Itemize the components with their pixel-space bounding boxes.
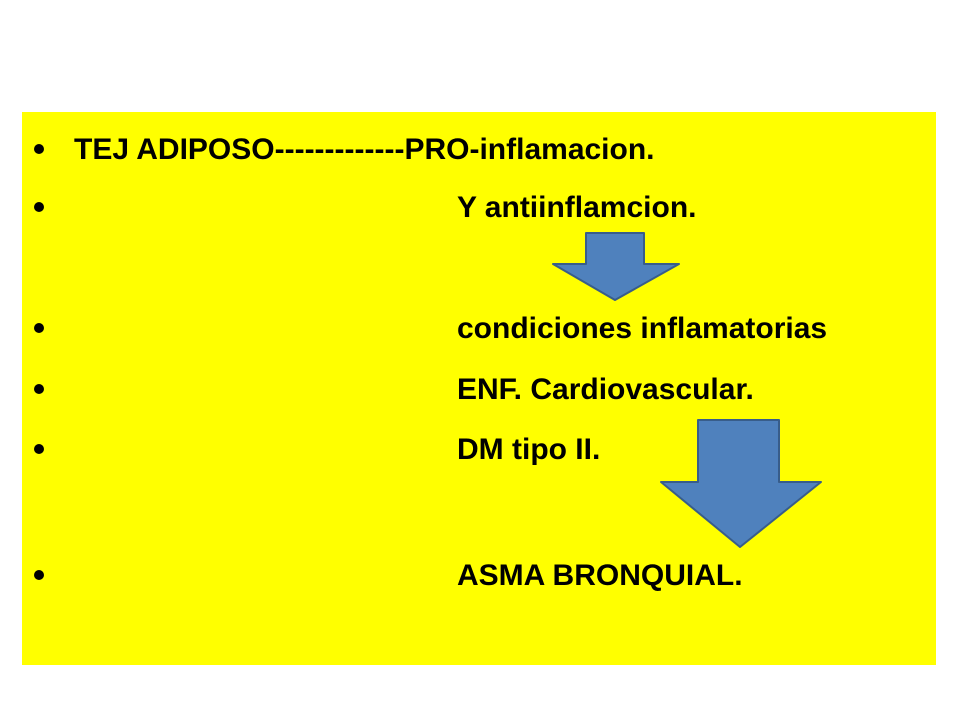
down-arrow-icon [552, 232, 680, 301]
bullet-item: ASMA BRONQUIAL. [22, 556, 936, 600]
bullet-item: TEJ ADIPOSO-------------PRO-inflamacion. [22, 130, 936, 174]
bullet-item: Y antiinflamcion. [22, 188, 936, 232]
bullet-item: DM tipo II. [22, 430, 936, 474]
bullet-text: TEJ ADIPOSO-------------PRO-inflamacion. [74, 133, 655, 166]
bullet-dot [34, 384, 44, 394]
bullet-item: ENF. Cardiovascular. [22, 370, 936, 414]
bullet-dot [34, 570, 44, 580]
bullet-text: Y antiinflamcion. [457, 191, 697, 224]
down-arrow-icon [660, 419, 822, 548]
bullet-dot [34, 444, 44, 454]
bullet-dot [34, 202, 44, 212]
content-panel: TEJ ADIPOSO-------------PRO-inflamacion.… [22, 112, 936, 665]
bullet-text: ENF. Cardiovascular. [457, 373, 754, 406]
bullet-text: condiciones inflamatorias [457, 312, 828, 345]
bullet-item: condiciones inflamatorias [22, 309, 936, 353]
bullet-dot [34, 144, 44, 154]
bullet-text: DM tipo II. [457, 433, 601, 466]
bullet-text: ASMA BRONQUIAL. [457, 559, 743, 592]
bullet-dot [34, 323, 44, 333]
